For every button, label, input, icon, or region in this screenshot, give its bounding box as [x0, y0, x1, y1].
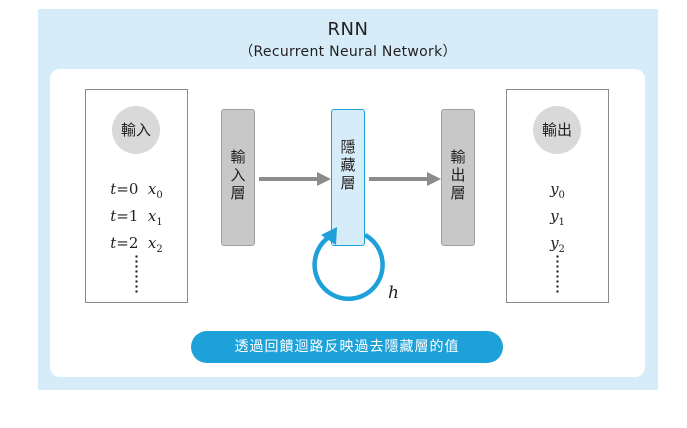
arrow-hidden-to-output: [369, 172, 441, 186]
output-layer-label: 輸出層: [450, 148, 466, 202]
diagram-background: RNN （Recurrent Neural Network） 輸入 t=0 x0…: [38, 9, 658, 390]
output-row-2: y2: [550, 234, 565, 255]
diagram-subtitle: （Recurrent Neural Network）: [239, 44, 457, 60]
output-label: 輸出: [533, 106, 581, 154]
hidden-state-label: h: [388, 283, 399, 303]
diagram-panel: 輸入 t=0 x0 t=1 x1 t=2 x2 輸入層 隱藏層: [50, 69, 645, 377]
output-layer-box: 輸出層: [441, 109, 475, 246]
input-row-1: t=1 x1: [110, 207, 163, 228]
output-row-1: y1: [550, 207, 565, 228]
diagram-title: RNN: [327, 19, 369, 40]
input-panel: 輸入 t=0 x0 t=1 x1 t=2 x2: [85, 89, 188, 303]
input-label: 輸入: [112, 106, 160, 154]
input-layer-label: 輸入層: [230, 148, 246, 202]
input-layer-box: 輸入層: [221, 109, 255, 246]
hidden-layer-box: 隱藏層: [331, 109, 365, 246]
input-row-2: t=2 x2: [110, 234, 163, 255]
feedback-caption: 透過回饋迴路反映過去隱藏層的值: [191, 331, 503, 363]
output-panel: 輸出 y0 y1 y2: [506, 89, 609, 303]
output-continuation-dots: [556, 254, 559, 294]
input-continuation-dots: [135, 254, 138, 294]
input-row-0: t=0 x0: [110, 180, 163, 201]
feedback-loop-arrow: [312, 227, 385, 302]
hidden-layer-label: 隱藏層: [340, 138, 356, 192]
arrow-input-to-hidden: [259, 172, 331, 186]
output-row-0: y0: [550, 180, 565, 201]
